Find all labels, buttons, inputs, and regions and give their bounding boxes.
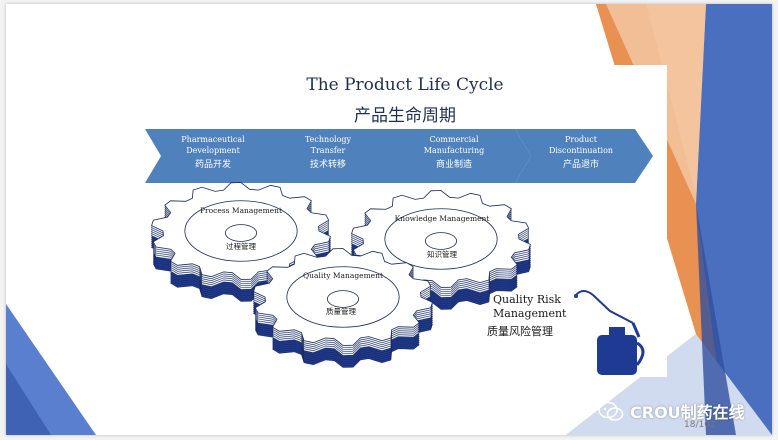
stage-2-label-line2: Transfer xyxy=(311,146,346,155)
gear-quality-label: Quality Management xyxy=(303,271,383,280)
watermark-text: CROU制药在线 xyxy=(630,403,745,422)
watermark: CROU制药在线 xyxy=(598,396,745,426)
gears-group xyxy=(151,182,531,368)
stage-3-label-line2: Manufacturing xyxy=(424,146,485,155)
stage-2-label-zh: 技术转移 xyxy=(310,158,346,170)
stage-arrow-2: Technology Transfer 技术转移 xyxy=(260,129,396,183)
stage-3-label-zh: 商业制造 xyxy=(436,158,472,170)
title-english: The Product Life Cycle xyxy=(306,75,504,95)
stage-arrow-4: Product Discontinuation 产品退市 xyxy=(515,129,653,183)
title-chinese: 产品生命周期 xyxy=(354,106,456,126)
stage-1-label-line2: Development xyxy=(186,146,240,155)
stage-3-label-line1: Commercial xyxy=(429,135,478,144)
gear-process-label-zh: 过程管理 xyxy=(226,241,256,251)
content-panel: The Product Life Cycle 产品生命周期 Pharmaceut… xyxy=(143,65,667,377)
stage-4-label-line2: Discontinuation xyxy=(549,146,613,155)
lifecycle-diagram: Pharmaceutical Development 药品开发 Technolo… xyxy=(145,129,653,375)
gear-quality xyxy=(253,248,433,368)
wechat-icon xyxy=(598,401,624,421)
oil-can-icon xyxy=(574,290,645,375)
slide-decoration xyxy=(6,4,772,435)
stage-4-label-zh: 产品退市 xyxy=(563,158,599,170)
gear-knowledge-label: Knowledge Management xyxy=(395,214,490,223)
stage-1-label-line1: Pharmaceutical xyxy=(181,135,245,144)
slide: The Product Life Cycle 产品生命周期 Pharmaceut… xyxy=(6,4,772,435)
page-number: 18/102 xyxy=(684,420,716,430)
stage-1-label-zh: 药品开发 xyxy=(195,158,231,170)
stage-arrow-1: Pharmaceutical Development 药品开发 xyxy=(145,129,281,183)
gear-knowledge-label-zh: 知识管理 xyxy=(427,249,457,259)
quality-risk-line3: 质量风险管理 xyxy=(487,324,553,338)
gear-process-label: Process Management xyxy=(200,206,282,215)
stage-arrow-3: Commercial Manufacturing 商业制造 xyxy=(378,129,531,183)
quality-risk-line2: Management xyxy=(493,307,567,320)
gear-quality-label-zh: 质量管理 xyxy=(326,306,356,316)
quality-risk-line1: Quality Risk xyxy=(493,293,561,306)
gear-knowledge xyxy=(351,190,531,310)
stage-4-label-line1: Product xyxy=(565,135,598,144)
stage-2-label-line1: Technology xyxy=(305,135,352,144)
